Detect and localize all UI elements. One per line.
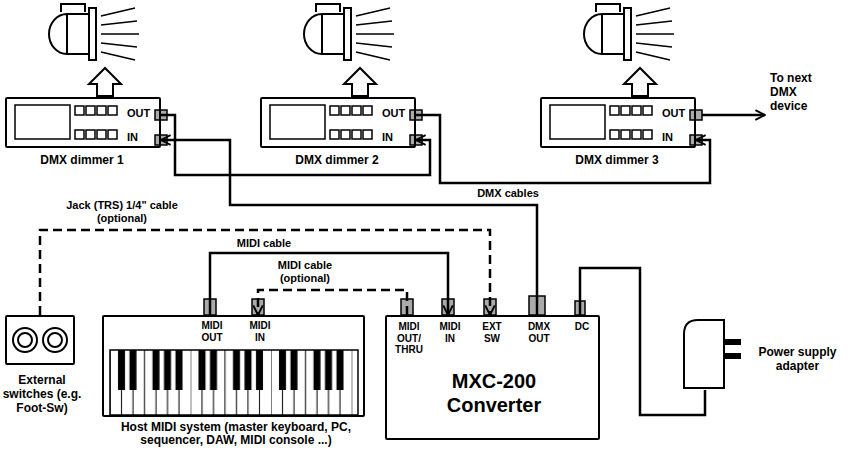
port-label: OUT — [127, 107, 157, 120]
cable-connector — [161, 115, 430, 175]
port-label: MIDI OUT/ THRU — [393, 321, 425, 356]
keyboard-keys — [110, 350, 358, 415]
port-label: MIDI IN — [434, 321, 466, 344]
power-adapter-symbol — [684, 320, 740, 388]
lamp-symbol — [304, 4, 394, 96]
port-label: DMX OUT — [523, 321, 555, 344]
keyboard-box: MIDI OUTMIDI INHost MIDI system (master … — [102, 315, 365, 417]
converter-box: MIDI OUT/ THRU MIDI IN EXT SW DMX OUT DC MXC-… — [385, 315, 600, 440]
cable-label: Jack (TRS) 1/4" cable (optional) — [40, 199, 204, 224]
port-label: EXT SW — [477, 321, 507, 344]
foot-switch-knobs — [13, 328, 67, 352]
lamp-symbol — [49, 4, 139, 96]
dimmer-face — [550, 105, 702, 145]
port-label: OUT — [382, 107, 412, 120]
port-label: IN — [382, 131, 412, 144]
dimmer-face — [270, 105, 422, 145]
connector-plugs — [204, 296, 585, 315]
dimmer-box: OUTINDMX dimmer 3 — [540, 97, 696, 148]
dimmer-box: OUTINDMX dimmer 2 — [260, 97, 416, 148]
device-name: Power supply adapter — [755, 346, 840, 374]
cable-label: MIDI cable (optional) — [268, 259, 342, 284]
port-label: MIDI OUT — [196, 320, 228, 343]
port-label: MIDI IN — [244, 320, 276, 343]
note-label: To next DMX device — [768, 72, 828, 113]
port-label: IN — [127, 131, 157, 144]
cable-label: MIDI cable — [222, 237, 306, 250]
device-name: DMX dimmer 1 — [17, 154, 147, 168]
device-name: External switches (e.g. Foot-Sw) — [2, 374, 82, 415]
cable-connector — [258, 290, 407, 315]
lamp-symbol — [584, 4, 674, 96]
cable-label: DMX cables — [466, 187, 550, 200]
dmx-out-line — [702, 114, 765, 117]
device-name: Host MIDI system (master keyboard, PC, s… — [106, 421, 366, 447]
device-name: DMX dimmer 2 — [272, 154, 402, 168]
switch-box: External switches (e.g. Foot-Sw) — [5, 315, 75, 365]
adapter-node: Power supply adapter — [680, 318, 845, 390]
port-label: DC — [570, 321, 594, 333]
dimmer-face — [15, 105, 167, 145]
device-title: MXC-200 Converter — [434, 369, 554, 417]
port-label: OUT — [662, 107, 692, 120]
cable-connector — [210, 253, 448, 315]
cable-connector — [161, 140, 537, 315]
port-label: IN — [662, 131, 692, 144]
device-name: DMX dimmer 3 — [552, 154, 682, 168]
dimmer-box: OUTINDMX dimmer 1 — [5, 97, 161, 148]
cable-connector — [416, 115, 710, 183]
cable-connector — [40, 230, 490, 315]
